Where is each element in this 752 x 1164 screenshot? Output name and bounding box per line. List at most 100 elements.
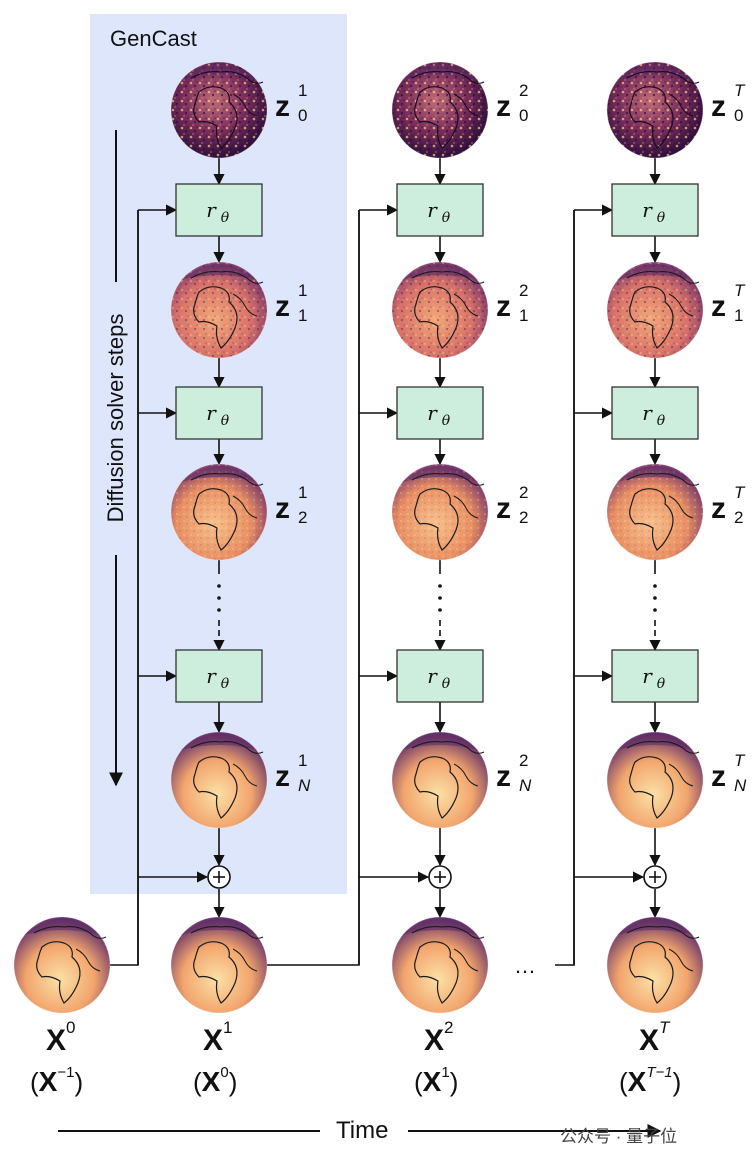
z1-N-globe [170, 731, 268, 829]
z3-0-globe-noise-texture [607, 62, 703, 158]
ellipsis-dot-1-2 [217, 608, 221, 612]
x0-globe-africa-outline [36, 941, 81, 1004]
diffusion-steps-label: Diffusion solver steps [103, 313, 128, 523]
x2-prev-open: ( [414, 1067, 423, 1097]
denoiser-box-2-2-rect [396, 386, 484, 440]
x0-prev-label: (X−1) [30, 1064, 84, 1098]
z1-1-sup: 1 [298, 281, 308, 300]
x1-prev-label: (X0) [193, 1064, 237, 1098]
x2-globe-rim [391, 916, 489, 1014]
ellipsis-dot-1-0 [217, 584, 221, 588]
z2-2-globe-noise-texture [392, 464, 488, 560]
denoiser-box-2-2-subscript: θ [442, 413, 451, 429]
z2-1-base: z [496, 290, 511, 323]
z1-N-globe-africa-outline [193, 756, 238, 819]
x0-sup: 0 [66, 1018, 76, 1037]
x2-prev-close: ) [449, 1067, 459, 1097]
denoiser-box-2-3-rect [396, 649, 484, 703]
z3-3-sup: T [734, 751, 745, 770]
x1-globe-rim [170, 916, 268, 1014]
z1-0-base: z [275, 90, 290, 123]
z2-1-globe [391, 261, 489, 359]
z2-1-globe-noise-texture [392, 262, 488, 358]
ellipsis-dots-1 [217, 584, 221, 612]
x1-prev-base: X [201, 1066, 221, 1097]
denoiser-box-1-2-label: r [206, 401, 217, 425]
x0-globe-europe-outline [33, 926, 107, 939]
z3-1-globe-africa-outline [629, 286, 674, 349]
x1-sup: 1 [223, 1018, 233, 1037]
z1-1-globe-africa-outline [193, 286, 238, 349]
x0-globe-arabia-outline [75, 948, 101, 972]
denoiser-box-3-3-subscript: θ [657, 676, 666, 692]
z1-1-globe [170, 261, 268, 359]
x2-label: X2 [424, 1018, 453, 1058]
z2-0-globe-rim [391, 61, 489, 159]
denoiser-box-3-3-rect [611, 649, 699, 703]
ellipsis-dot-2-0 [438, 584, 442, 588]
z2-0-globe-europe-outline [411, 71, 485, 84]
z2-2-globe-africa-outline [414, 488, 459, 551]
denoiser-box-1-3-subscript: θ [221, 676, 230, 692]
plus-node-2 [428, 865, 452, 889]
x3-prev-open: ( [619, 1067, 628, 1097]
x2-globe-arabia-outline [453, 948, 479, 972]
denoiser-box-1-2-rect [175, 386, 263, 440]
denoiser-box-3-3-label: r [642, 664, 653, 688]
x2-globe-europe-outline [411, 926, 485, 939]
z3-N-globe-rim [606, 731, 704, 829]
x2-base: X [424, 1024, 445, 1057]
denoiser-box-2-1-subscript: θ [442, 210, 451, 226]
x2-prev-label: (X1) [414, 1064, 459, 1098]
x1-globe [170, 916, 268, 1014]
z2-2-globe-rim [391, 463, 489, 561]
x2-globe-africa-outline [414, 941, 459, 1004]
ellipsis-dot-3-2 [653, 608, 657, 612]
ellipsis-dots-2 [438, 584, 442, 612]
denoiser-box-1-3-label: r [206, 664, 217, 688]
feed-x0 [110, 210, 139, 966]
denoiser-box-3-2-subscript: θ [657, 413, 666, 429]
z1-N-globe-sphere [171, 732, 267, 828]
z3-1-globe-noise-texture [607, 262, 703, 358]
z1-0-globe-noise-texture [171, 62, 267, 158]
x1-prev-sup: 0 [220, 1064, 229, 1082]
z3-1-sub: 1 [734, 306, 744, 325]
x3-prev-close: ) [672, 1067, 682, 1097]
x2-prev-base: X [422, 1066, 442, 1097]
z3-0-base: z [711, 90, 726, 123]
x3-prev-label: (XT−1) [619, 1064, 682, 1098]
x2-globe [391, 916, 489, 1014]
x3-globe-rim [606, 916, 704, 1014]
z3-2-globe-europe-outline [626, 473, 700, 486]
x1-globe-europe-outline [190, 926, 264, 939]
x1-globe-arabia-outline [232, 948, 258, 972]
denoiser-box-1-1-rect [175, 183, 263, 237]
z3-2-globe-rim [606, 463, 704, 561]
denoiser-box-2-1-label: r [427, 198, 438, 222]
z1-1-base: z [275, 290, 290, 323]
z3-1-globe-europe-outline [626, 271, 700, 284]
z3-N-globe-arabia-outline [668, 763, 694, 787]
z3-2-sup: T [734, 483, 745, 502]
watermark: 公众号 · 量子位 [560, 1127, 678, 1146]
z1-2-sup: 1 [298, 483, 308, 502]
x3-globe [606, 916, 704, 1014]
x0-prev-sup: −1 [57, 1064, 75, 1082]
z1-1-globe-rim [170, 261, 268, 359]
x3-prev-sup: T−1 [646, 1064, 673, 1082]
x2-prev-sup: 1 [441, 1064, 450, 1082]
denoiser-box-1-3-rect [175, 649, 263, 703]
x0-globe-sphere [14, 917, 110, 1013]
z3-2-sub: 2 [734, 508, 744, 527]
z1-0-globe-europe-outline [190, 71, 264, 84]
x0-prev-close: ) [74, 1067, 84, 1097]
